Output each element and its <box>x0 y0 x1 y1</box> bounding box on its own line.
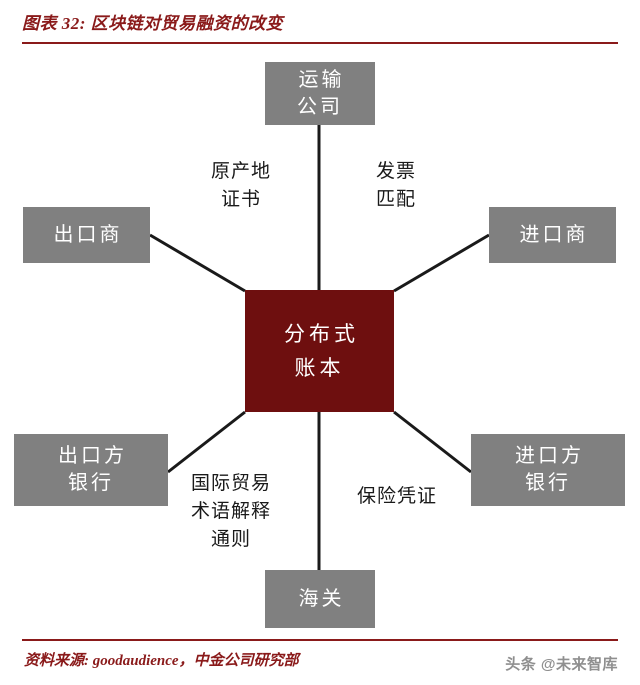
node-customs[interactable]: 海关 <box>265 570 375 628</box>
node-importer-bank[interactable]: 进口方 银行 <box>471 434 625 506</box>
node-transport-company-label: 运输 公司 <box>297 68 345 118</box>
edge-importer-bank-to-ledger <box>393 410 472 474</box>
node-distributed-ledger[interactable]: 分布式 账本 <box>245 290 394 412</box>
node-exporter-bank-label: 出口方 银行 <box>58 445 127 494</box>
source-text: 资料来源: goodaudience，中金公司研究部 <box>24 653 299 669</box>
node-transport-company[interactable]: 运输 公司 <box>265 62 375 125</box>
diagram-canvas: 运输 公司 出口商 进口商 分布式 账本 出口方 银行 进口方 银行 海关 原产… <box>0 46 640 634</box>
edge-label-certificate-of-origin: 原产地 证书 <box>210 161 271 210</box>
figure-header: 图表 32: 区块链对贸易融资的改变 <box>22 12 618 46</box>
edge-label-incoterms: 国际贸易 术语解释 通则 <box>190 473 271 550</box>
node-exporter[interactable]: 出口商 <box>23 207 150 263</box>
node-importer[interactable]: 进口商 <box>489 207 616 263</box>
node-exporter-label: 出口商 <box>53 223 123 246</box>
edge-label-invoice-matching: 发票 匹配 <box>375 161 416 210</box>
title-divider <box>22 42 618 44</box>
edge-exporter-to-ledger <box>149 233 246 293</box>
footer-divider <box>22 639 618 641</box>
figure-footer: 资料来源: goodaudience，中金公司研究部 头条 @未来智库 <box>22 639 618 685</box>
node-importer-label: 进口商 <box>519 223 589 246</box>
node-importer-bank-label: 进口方 银行 <box>515 445 584 494</box>
edge-importer-to-ledger <box>393 233 490 293</box>
edge-label-insurance-certificate: 保险凭证 <box>356 486 437 507</box>
node-customs-label: 海关 <box>298 587 345 610</box>
page-title: 图表 32: 区块链对贸易融资的改变 <box>22 14 284 33</box>
connector-lines <box>149 125 490 570</box>
watermark-text: 头条 @未来智库 <box>505 656 618 673</box>
edge-exporter-bank-to-ledger <box>167 410 246 474</box>
node-distributed-ledger-label: 分布式 账本 <box>284 322 359 380</box>
node-exporter-bank[interactable]: 出口方 银行 <box>14 434 168 506</box>
